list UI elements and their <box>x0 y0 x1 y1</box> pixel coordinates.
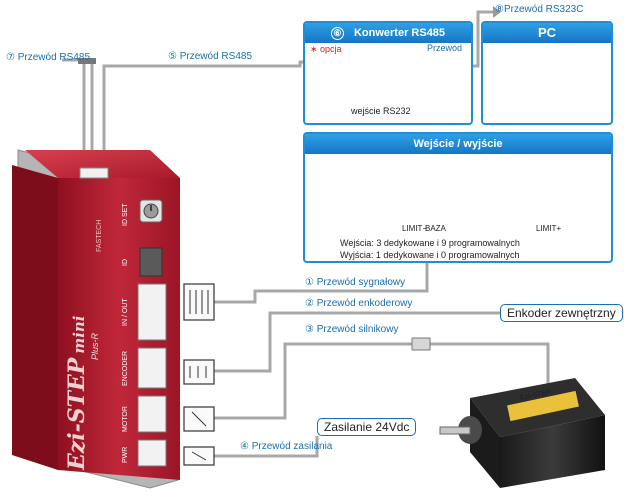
cable-text-5: Przewód RS485 <box>179 51 253 62</box>
pc-panel-header: PC <box>483 23 611 43</box>
cable-number-7: ⑦ <box>6 52 15 63</box>
cable-text-2: Przewód enkoderowy <box>316 298 413 309</box>
driver-brand: Ezi-STEP mini <box>64 300 90 470</box>
cable-number-4: ④ <box>240 441 249 452</box>
sensor-limit-minus-label: LIMIT− <box>402 224 428 233</box>
cable-label-5: ⑤ Przewód RS485 <box>168 51 252 62</box>
io-panel: Wejście / wyjście <box>303 132 613 263</box>
driver-maker: FASTECH <box>96 219 103 252</box>
converter-number: ⑥ <box>330 27 344 40</box>
converter-option-label: ∗ opcja <box>310 44 342 54</box>
converter-input-label: wejście RS232 <box>351 106 411 116</box>
driver-brand-text: Ezi-STEP <box>64 357 90 470</box>
plug-connectors <box>183 283 215 466</box>
sensor-baza-label: BAZA <box>425 224 446 233</box>
cable-label-8: ⑧Przewód RS323C <box>495 4 583 15</box>
port-id-label: ID <box>122 259 129 266</box>
pc-panel: PC <box>481 21 613 125</box>
cable-3-connector <box>411 337 431 351</box>
cable-text-3: Przewód silnikowy <box>316 324 399 335</box>
cable-number-3: ③ <box>305 324 314 335</box>
driver-unit <box>12 149 180 489</box>
cable-text-1: Przewód sygnałowy <box>316 277 406 288</box>
cable-2 <box>214 311 505 373</box>
port-motor-label: MOTOR <box>122 406 129 432</box>
pc-title: PC <box>537 25 557 40</box>
cable-text-4: Przewód zasilania <box>251 441 333 452</box>
converter-title: Konwerter RS485 <box>353 27 446 39</box>
driver-model-text: mini <box>70 315 88 354</box>
cable-label-3: ③ Przewód silnikowy <box>305 324 398 335</box>
converter-cable-label: Przewód <box>427 43 463 53</box>
cable-label-7: ⑦ Przewód RS485 <box>6 52 90 63</box>
driver-plus: Plus-R <box>90 332 100 360</box>
cable-text-7: Przewód RS485 <box>17 52 91 63</box>
cable-8-arrow <box>493 6 501 18</box>
port-inout-label: IN / OUT <box>122 298 129 326</box>
cable-number-8: ⑧ <box>495 4 504 15</box>
io-title: Wejście / wyjście <box>413 138 503 150</box>
cable-label-2: ② Przewód enkoderowy <box>305 298 412 309</box>
cable-text-8: Przewód RS323C <box>503 4 584 15</box>
io-inputs-text: Wejścia: 3 dedykowane i 9 programowalnyc… <box>340 238 520 248</box>
io-outputs-text: Wyjścia: 1 dedykowane i 0 programowalnyc… <box>340 250 520 260</box>
port-idset-label: ID SET <box>122 203 129 226</box>
connector-7-plug <box>78 58 96 64</box>
sensor-limit-plus-label: LIMIT+ <box>536 224 562 233</box>
io-panel-header: Wejście / wyjście <box>305 134 611 154</box>
cable-1 <box>214 262 429 304</box>
external-encoder-label: Enkoder zewnętrzny <box>500 304 623 322</box>
cable-number-2: ② <box>305 298 314 309</box>
cable-label-1: ① Przewód sygnałowy <box>305 277 405 288</box>
port-pwr-label: PWR <box>122 446 129 463</box>
converter-panel: ⑥ Konwerter RS485 <box>303 21 473 125</box>
cable-number-5: ⑤ <box>168 51 177 62</box>
converter-panel-header: ⑥ Konwerter RS485 <box>305 23 471 43</box>
port-encoder-label: ENCODER <box>122 350 129 386</box>
cable-number-1: ① <box>305 277 314 288</box>
cable-3 <box>214 342 550 420</box>
stepper-motor <box>439 378 605 488</box>
cable-4 <box>214 436 319 458</box>
cable-label-4: ④ Przewód zasilania <box>240 441 332 452</box>
power-supply-label: Zasilanie 24Vdc <box>317 418 417 436</box>
